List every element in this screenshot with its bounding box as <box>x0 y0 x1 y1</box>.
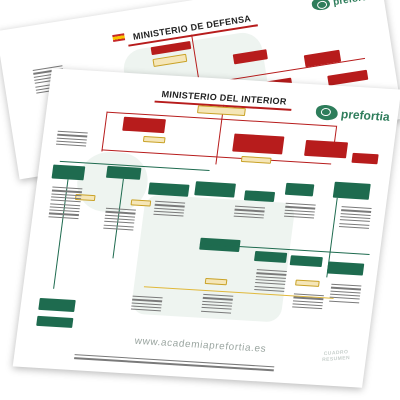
org-box <box>130 199 152 207</box>
org-box <box>253 250 288 263</box>
connector-line <box>101 111 108 152</box>
prefortia-logo-icon <box>311 0 332 12</box>
text-list <box>103 206 136 233</box>
text-list <box>55 129 88 149</box>
front-sheet: MINISTERIO DEL INTERIOR prefortia <box>12 68 400 388</box>
text-list <box>201 292 234 315</box>
cuadro-resumen-stamp: CUADRO RESUMEN <box>322 349 351 364</box>
org-box <box>204 277 228 286</box>
back-logo: prefortia <box>311 0 375 12</box>
text-list <box>338 204 372 231</box>
front-logo-text: prefortia <box>340 106 391 124</box>
org-box <box>327 69 369 86</box>
org-box <box>148 182 190 197</box>
org-box <box>38 297 76 313</box>
text-list <box>233 204 266 221</box>
org-box <box>304 139 349 159</box>
org-box <box>196 105 246 117</box>
text-list <box>130 294 163 314</box>
front-logo: prefortia <box>315 104 391 123</box>
text-list <box>329 282 362 305</box>
text-list <box>283 201 316 221</box>
org-box <box>122 116 166 134</box>
footer-url: www.academiaprefortia.es <box>134 335 267 355</box>
text-list <box>254 267 287 294</box>
text-list <box>153 199 186 219</box>
prefortia-logo-icon <box>315 104 340 121</box>
org-box <box>36 315 74 328</box>
footer-text <box>74 352 275 373</box>
org-box <box>51 164 86 181</box>
text-list <box>48 185 83 222</box>
org-box <box>232 133 285 155</box>
org-box <box>284 182 315 197</box>
back-logo-text: prefortia <box>332 0 374 8</box>
org-box <box>332 181 371 200</box>
spain-flag-icon <box>112 33 126 43</box>
org-box <box>105 165 142 180</box>
org-box <box>240 155 272 164</box>
org-box <box>289 255 323 268</box>
org-box <box>295 279 320 287</box>
org-box <box>194 181 236 198</box>
org-box <box>326 261 365 276</box>
text-list <box>292 291 324 311</box>
org-box <box>243 190 276 203</box>
org-box <box>351 152 379 165</box>
org-box <box>142 135 166 144</box>
